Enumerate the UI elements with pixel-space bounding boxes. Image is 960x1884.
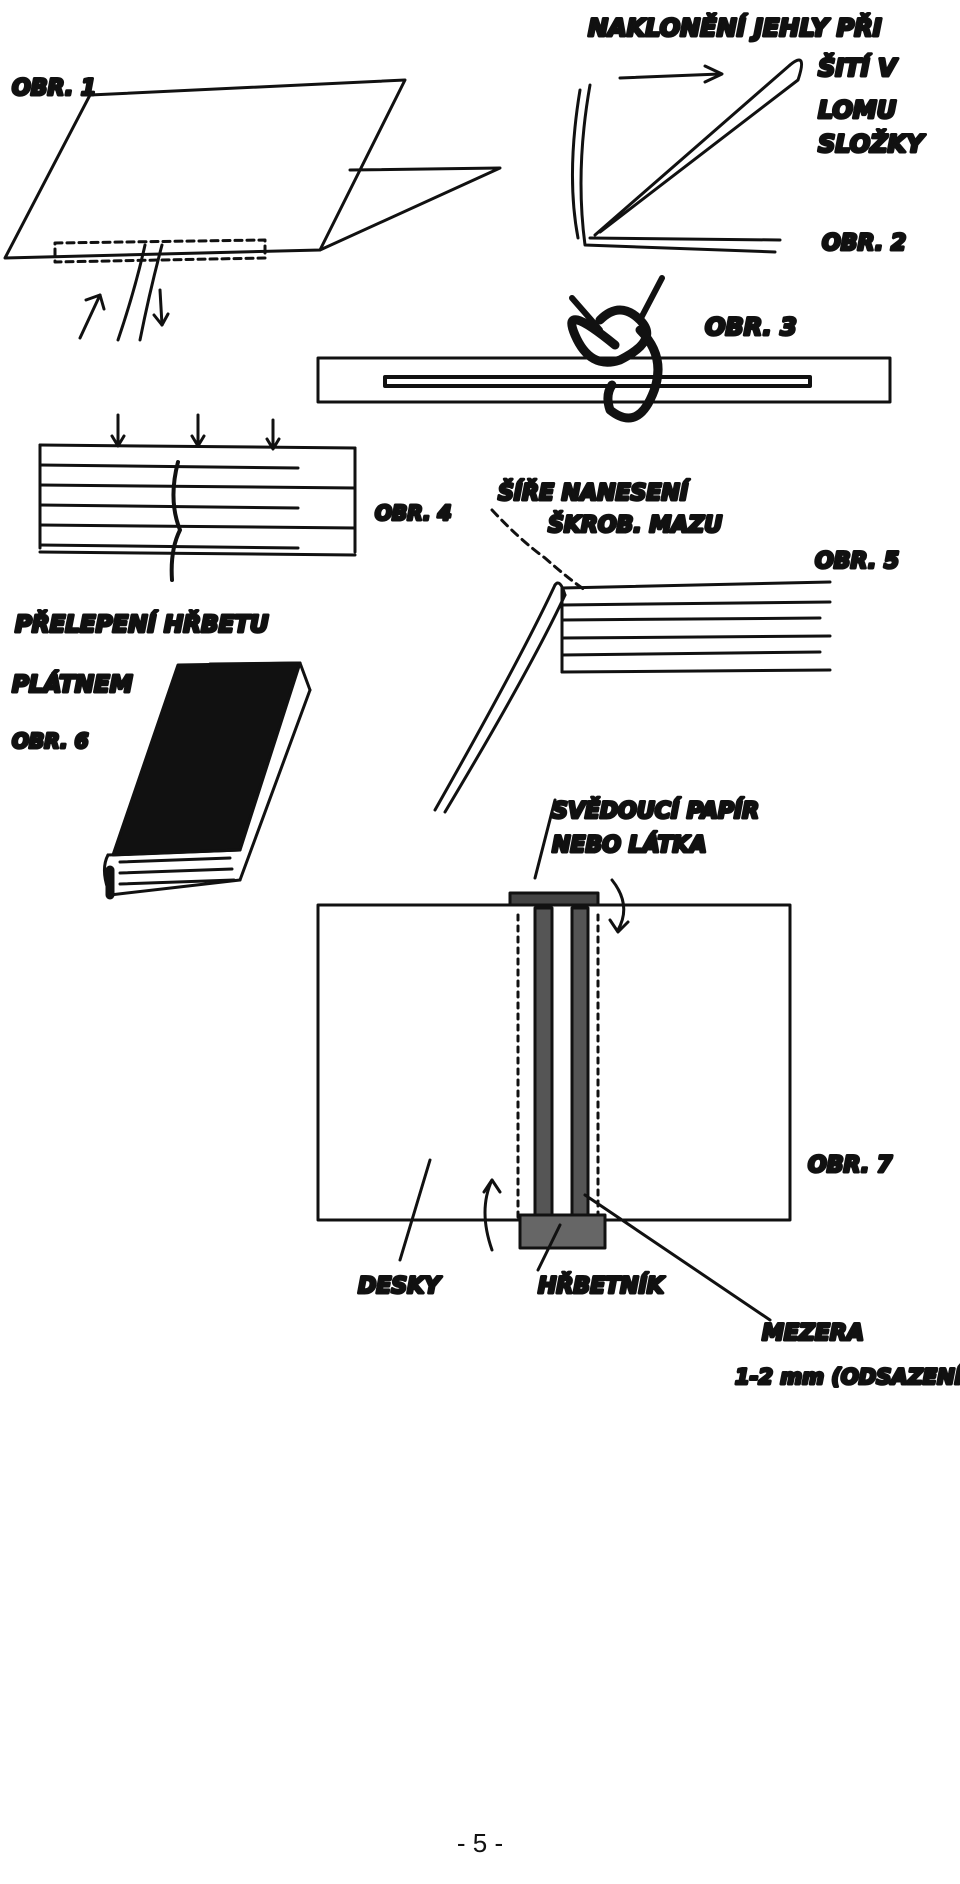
fig4-note-line2: ŠKROB. MAZU	[548, 512, 722, 538]
fig7-gap-label-line1: MEZERA	[762, 1321, 864, 1346]
fig5-drawing	[433, 508, 832, 814]
fig6-label: OBR. 6	[12, 729, 89, 753]
fig6-title-line2: PLÁTNEM	[12, 670, 133, 698]
fig7-spine-label: HŘBETNÍK	[538, 1273, 666, 1299]
fig1-label: OBR. 1	[12, 76, 96, 101]
fig3-label: OBR. 3	[705, 313, 797, 341]
fig2-title-line4: SLOŽKY	[818, 128, 926, 158]
fig3-drawing	[316, 275, 892, 423]
fig2-title-line2: ŠITÍ V	[818, 52, 899, 82]
fig4-note-line1: ŠÍŘE NANESENÍ	[498, 480, 690, 506]
fig1-drawing	[3, 78, 502, 342]
fig5-label: OBR. 5	[815, 549, 899, 574]
fig4-label: OBR. 4	[375, 501, 452, 525]
fig7-gap-label-line2: 1-2 mm (ODSAZENÍ)	[735, 1364, 960, 1389]
fig7-label: OBR. 7	[808, 1153, 893, 1178]
fig4-drawing	[38, 413, 357, 582]
fig6-drawing	[103, 661, 312, 900]
fig7-note-line1: SVĚDOUCÍ PAPÍR	[552, 798, 759, 824]
fig7-note-line2: NEBO LÁTKA	[552, 832, 707, 858]
fig2-label: OBR. 2	[822, 231, 906, 256]
fig7-drawing	[316, 798, 792, 1322]
fig2-title-line1: NAKLONĚNÍ JEHLY PŘI	[588, 12, 882, 42]
fig2-drawing	[570, 58, 804, 254]
page-number: - 5 -	[456, 1828, 504, 1858]
fig6-title-line1: PŘELEPENÍ HŘBETU	[15, 610, 269, 638]
fig7-boards-label: DESKY	[358, 1274, 442, 1299]
fig2-title-line3: LOMU	[818, 96, 896, 124]
